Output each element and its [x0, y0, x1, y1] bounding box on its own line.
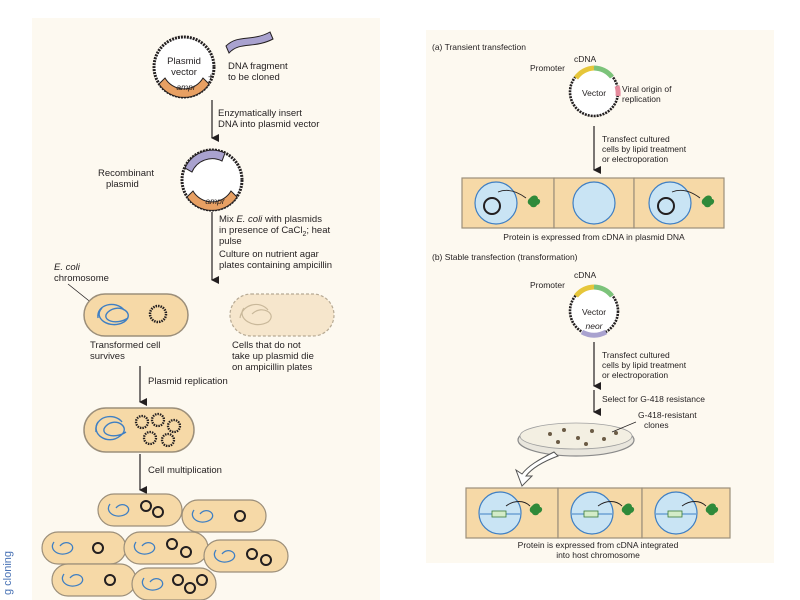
recombinant-label-1: Recombinant	[98, 168, 154, 179]
vector-label-b: Vector	[582, 307, 606, 317]
transient-title: (a) Transient transfection	[432, 42, 526, 52]
step-mix-line-1: Mix E. coli with plasmids	[219, 214, 322, 225]
stable-caption-1: Protein is expressed from cDNA integrate…	[518, 540, 679, 550]
transfect-a-3: or electroporation	[602, 154, 668, 164]
g418-label-2: clones	[644, 420, 669, 430]
not-taken-label-3: on ampicillin plates	[232, 362, 313, 373]
arrow-dish-to-cells	[514, 451, 559, 487]
recombinant-label-2: plasmid	[106, 179, 139, 190]
step-replication: Plasmid replication	[148, 376, 228, 387]
neo-label: neor	[585, 321, 603, 331]
replicated-cell	[83, 407, 195, 453]
side-caption: g cloning	[2, 550, 14, 595]
amp-label-1: ampr	[176, 82, 197, 92]
transformed-label-2: survives	[90, 351, 125, 362]
step-mix-line-2: in presence of CaCl2; heat	[219, 225, 330, 238]
step-culture-1: Culture on nutrient agar	[219, 249, 319, 260]
not-taken-label-1: Cells that do not	[232, 340, 301, 351]
ecoli-label-1: E. coli	[54, 262, 81, 273]
stable-cells	[465, 487, 731, 539]
dead-cell	[229, 293, 335, 337]
ecoli-label-2: chromosome	[54, 273, 109, 284]
cdna-label-a: cDNA	[574, 54, 597, 64]
transfect-b-3: or electroporation	[602, 370, 668, 380]
stable-vector: Vector neor	[568, 284, 620, 338]
bacterial-cloning-diagram: Plasmid vector ampr + DNA fragment to be…	[41, 31, 335, 600]
not-taken-label-2: take up plasmid die	[232, 351, 314, 362]
promoter-label-a: Promoter	[530, 63, 565, 73]
transfect-b-1: Transfect cultured	[602, 350, 670, 360]
transfection-panel: (a) Transient transfection Vector cDNA P…	[426, 30, 774, 563]
bacterial-cloning-panel: Plasmid vector ampr + DNA fragment to be…	[32, 18, 380, 600]
transformed-label-1: Transformed cell	[90, 340, 160, 351]
multiplied-cells	[41, 493, 289, 600]
transient-vector: Vector	[568, 65, 621, 118]
viral-origin-1: Viral origin of	[622, 84, 672, 94]
transient-cells	[461, 177, 725, 229]
stable-caption-2: into host chromosome	[556, 550, 640, 560]
promoter-label-b: Promoter	[530, 280, 565, 290]
plus-sign: +	[208, 72, 214, 83]
transformed-cell	[83, 293, 189, 337]
dna-fragment-label-2: to be cloned	[228, 72, 280, 83]
amp-label-2: ampr	[205, 196, 226, 206]
plasmid-vector-label-1: Plasmid	[167, 56, 201, 67]
g418-label-1: G-418-resistant	[638, 410, 697, 420]
dna-fragment-icon	[225, 31, 274, 54]
petri-dish	[517, 422, 635, 457]
recombinant-plasmid: ampr	[180, 148, 244, 212]
step-insert-1: Enzymatically insert	[218, 108, 302, 119]
plasmid-vector-label-2: vector	[171, 67, 197, 78]
step-mix-line-3: pulse	[219, 236, 242, 247]
stable-title: (b) Stable transfection (transformation)	[432, 252, 578, 262]
dna-fragment-label-1: DNA fragment	[228, 61, 288, 72]
transfection-diagram: (a) Transient transfection Vector cDNA P…	[432, 42, 731, 560]
step-culture-2: plates containing ampicillin	[219, 260, 332, 271]
transfect-a-2: cells by lipid treatment	[602, 144, 687, 154]
plasmid-vector: Plasmid vector ampr	[152, 35, 216, 99]
transfect-a-1: Transfect cultured	[602, 134, 670, 144]
step-insert-2: DNA into plasmid vector	[218, 119, 319, 130]
transient-caption: Protein is expressed from cDNA in plasmi…	[503, 232, 685, 242]
step-multiplication: Cell multiplication	[148, 465, 222, 476]
transfect-b-2: cells by lipid treatment	[602, 360, 687, 370]
select-label: Select for G-418 resistance	[602, 394, 705, 404]
vector-label-a: Vector	[582, 88, 606, 98]
viral-origin-2: replication	[622, 94, 661, 104]
cdna-label-b: cDNA	[574, 270, 597, 280]
